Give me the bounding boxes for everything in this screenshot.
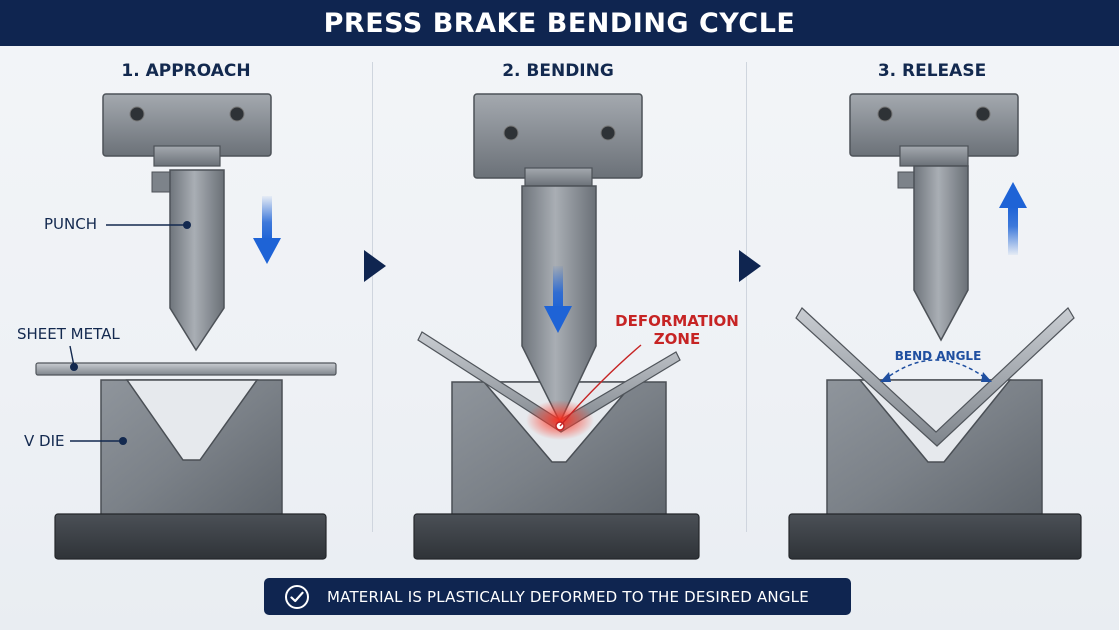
bolt-icon bbox=[229, 106, 245, 122]
bend-angle-label: BEND ANGLE bbox=[894, 349, 982, 363]
punch-label: PUNCH bbox=[44, 215, 97, 233]
next-chevron-icon bbox=[739, 250, 761, 282]
bending-panel bbox=[413, 93, 700, 560]
v-die-label: V DIE bbox=[24, 432, 65, 450]
check-circle-icon bbox=[285, 584, 309, 609]
panel-divider bbox=[372, 62, 373, 532]
sheet-metal-bent bbox=[795, 307, 1075, 447]
up-arrow-icon bbox=[999, 182, 1027, 255]
bend-angle-arc bbox=[883, 359, 989, 381]
punch-tool bbox=[913, 165, 969, 342]
bolt-icon bbox=[877, 106, 893, 122]
next-chevron-icon bbox=[364, 250, 386, 282]
deformation-glow bbox=[526, 400, 594, 440]
down-arrow-icon bbox=[253, 196, 281, 264]
deformation-zone-line2: ZONE bbox=[653, 330, 701, 348]
sheet-metal-label: SHEET METAL bbox=[17, 325, 120, 343]
panel-divider bbox=[746, 62, 747, 532]
bolt-icon bbox=[503, 125, 519, 141]
approach-panel bbox=[35, 93, 337, 560]
deformation-zone-label: DEFORMATION ZONE bbox=[602, 312, 752, 348]
stage-title-release: 3. RELEASE bbox=[877, 61, 987, 81]
die-base bbox=[413, 513, 700, 560]
title-bar: PRESS BRAKE BENDING CYCLE bbox=[0, 0, 1119, 46]
footer-message: MATERIAL IS PLASTICALLY DEFORMED TO THE … bbox=[327, 587, 809, 606]
down-arrow-icon bbox=[544, 266, 572, 333]
bolt-icon bbox=[129, 106, 145, 122]
stage-title-bending: 2. BENDING bbox=[502, 61, 614, 81]
footer-banner: MATERIAL IS PLASTICALLY DEFORMED TO THE … bbox=[264, 578, 851, 615]
die-base bbox=[788, 513, 1082, 560]
bolt-icon bbox=[975, 106, 991, 122]
sheet-metal-flat bbox=[35, 362, 337, 376]
release-panel bbox=[788, 93, 1082, 560]
deformation-zone-line1: DEFORMATION bbox=[615, 312, 739, 330]
bolt-icon bbox=[600, 125, 616, 141]
die-base bbox=[54, 513, 327, 560]
page-title: PRESS BRAKE BENDING CYCLE bbox=[323, 7, 796, 39]
ram-block bbox=[473, 93, 643, 179]
stage-title-approach: 1. APPROACH bbox=[121, 61, 251, 81]
punch-tool bbox=[169, 169, 225, 352]
